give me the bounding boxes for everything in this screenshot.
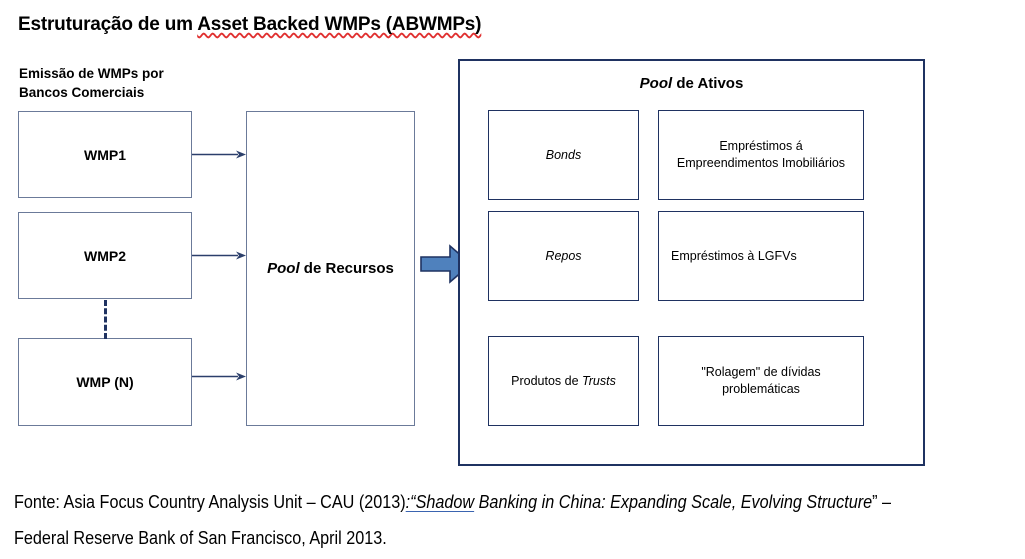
- arrow-connector-wmp1: [192, 150, 246, 159]
- asset-box-real-estate-loans-label: Empréstimos á Empreendimentos Imobiliári…: [676, 139, 846, 170]
- source-suffix: ” – Federal Reserve Bank of San Francisc…: [14, 492, 892, 548]
- asset-box-trust-products-label: Produtos de Trusts: [511, 373, 616, 390]
- dashed-continuation-connector: [104, 300, 107, 339]
- source-prefix: Fonte: Asia Focus Country Analysis Unit …: [14, 492, 406, 512]
- asset-box-debt-rollover-label: "Rolagem" de dívidas problemáticas: [701, 365, 821, 396]
- arrow-connector-wmp2: [192, 251, 246, 260]
- asset-box-trust-products-italic: Trusts: [582, 373, 616, 388]
- pool-de-ativos-title-rest: de Ativos: [672, 75, 744, 92]
- pool-de-ativos-title: Pool de Ativos: [460, 75, 923, 92]
- asset-box-debt-rollover[interactable]: "Rolagem" de dívidas problemáticas: [658, 336, 864, 426]
- page-title: Estruturação de um Asset Backed WMPs (AB…: [18, 14, 481, 36]
- asset-box-trust-products-rest: Produtos de: [511, 373, 583, 388]
- wmp-box-2-label: WMP2: [84, 247, 126, 264]
- page-title-plain: Estruturação de um: [18, 14, 198, 35]
- source-caption: Fonte: Asia Focus Country Analysis Unit …: [14, 484, 914, 556]
- pool-de-recursos-label-rest: de Recursos: [299, 260, 394, 277]
- asset-box-real-estate-loans[interactable]: Empréstimos á Empreendimentos Imobiliári…: [658, 110, 864, 200]
- pool-de-recursos-label: Pool de Recursos: [267, 260, 394, 277]
- pool-de-ativos-title-italic: Pool: [639, 75, 673, 92]
- wmp-box-n[interactable]: WMP (N): [18, 338, 192, 426]
- issuer-label: Emissão de WMPs por Bancos Comerciais: [19, 66, 164, 100]
- asset-box-repos-label: Repos: [545, 248, 581, 265]
- asset-box-repos-italic: Repos: [545, 248, 582, 263]
- page-title-misspelled: Asset Backed WMPs (ABWMPs): [197, 14, 482, 35]
- asset-box-bonds-italic: Bonds: [545, 147, 582, 162]
- asset-box-bonds-label: Bonds: [546, 147, 581, 164]
- asset-box-bonds[interactable]: Bonds: [488, 110, 639, 200]
- asset-box-trust-products[interactable]: Produtos de Trusts: [488, 336, 639, 426]
- source-link[interactable]: :“Shadow: [405, 492, 475, 512]
- source-title-italic: Banking in China: Expanding Scale, Evolv…: [474, 492, 873, 512]
- pool-de-recursos-label-italic: Pool: [267, 260, 300, 277]
- arrow-connector-wmpn: [192, 372, 246, 381]
- asset-box-repos[interactable]: Repos: [488, 211, 639, 301]
- wmp-box-1[interactable]: WMP1: [18, 111, 192, 198]
- wmp-box-n-label: WMP (N): [76, 374, 134, 390]
- wmp-box-1-label: WMP1: [84, 146, 126, 163]
- asset-box-lgfv-loans-label: Empréstimos à LGFVs: [671, 248, 797, 263]
- wmp-box-2[interactable]: WMP2: [18, 212, 192, 299]
- pool-de-recursos-box[interactable]: Pool de Recursos: [246, 111, 415, 426]
- asset-box-lgfv-loans[interactable]: Empréstimos à LGFVs: [658, 211, 864, 301]
